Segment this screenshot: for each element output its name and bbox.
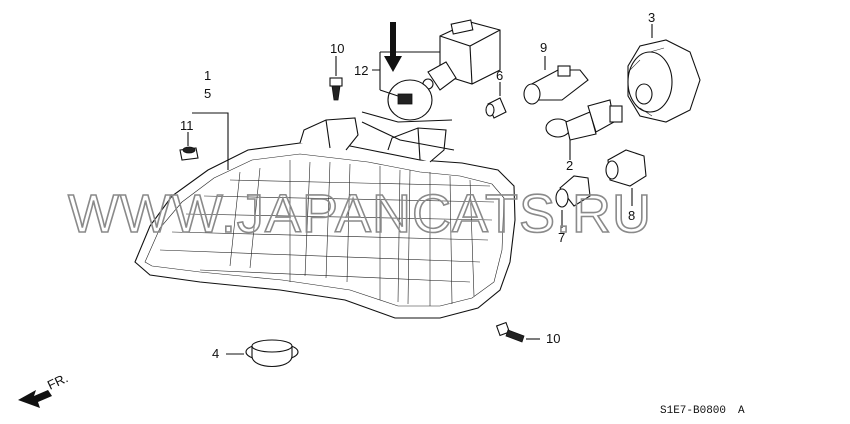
callout-10-top: 10 [330,41,344,56]
callout-11: 11 [180,118,194,133]
callout-3: 3 [648,10,655,25]
drawing-suffix: A [738,405,745,417]
nut-part-11 [179,132,199,161]
headlight-assembly [134,112,516,319]
callout-6: 6 [496,68,503,83]
pointer-arrow-icon [384,22,402,72]
screw-part-10-bottom [495,321,540,343]
callout-4: 4 [212,346,219,361]
drawing-code: S1E7-B0800 [660,405,726,417]
screw-part-10-top [329,56,343,101]
bulb-part-2 [545,99,623,160]
bulb-part-6 [485,82,507,119]
callout-2: 2 [566,158,573,173]
callout-7: 7 [558,230,565,245]
cover-part-3 [627,24,701,123]
callout-12: 12 [354,63,368,78]
front-direction-arrow: FR. [18,370,70,408]
bulb-part-7 [555,175,591,228]
callout-9: 9 [540,40,547,55]
front-arrow-icon [18,390,52,408]
socket-assembly [361,19,501,151]
callout-8: 8 [628,208,635,223]
socket-part-9 [523,56,589,105]
front-label: FR. [45,370,70,392]
plug-part-4 [226,339,299,367]
callout-10-bottom: 10 [546,331,560,346]
socket-part-8 [605,149,647,206]
callout-1: 1 [204,68,211,83]
watermark-text: WWW.JAPANCATS.RU [68,184,652,244]
callout-5: 5 [204,86,211,101]
